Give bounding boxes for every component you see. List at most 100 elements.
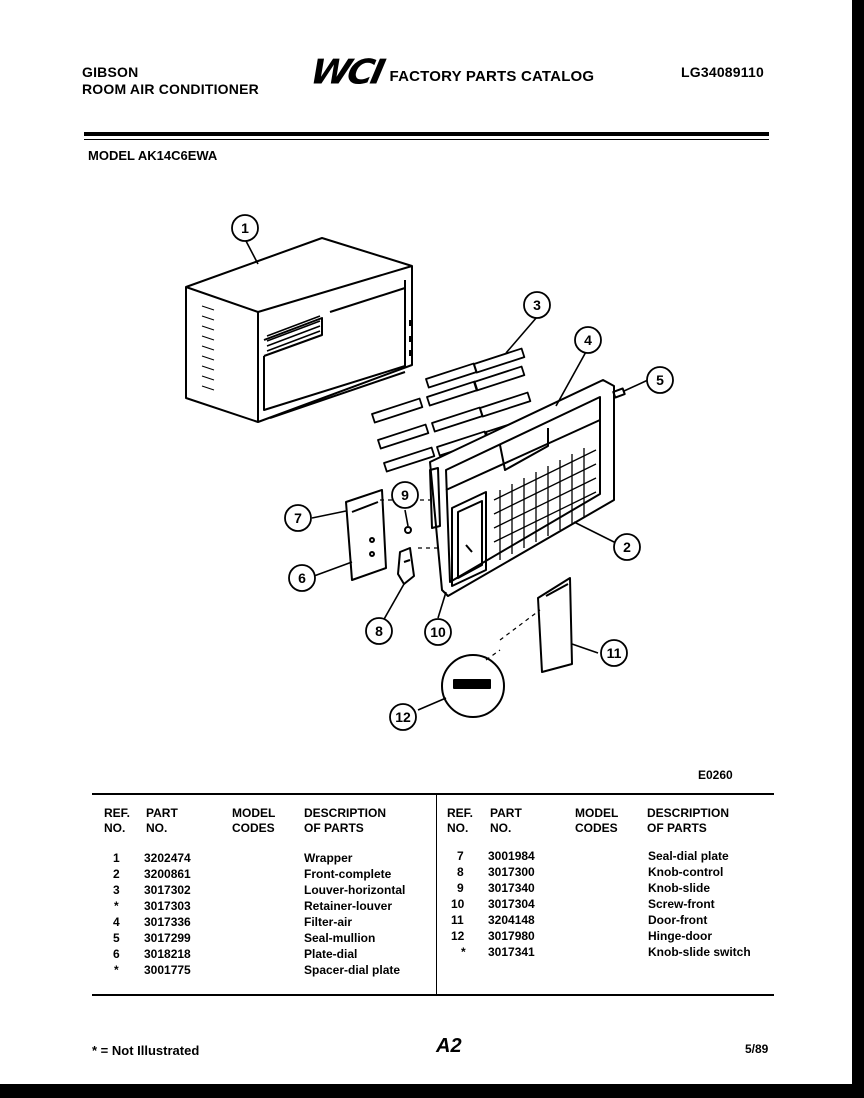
door-front-drawing (537, 577, 573, 673)
knobs-drawing (397, 526, 415, 585)
header-codes-line1: MODEL (232, 806, 276, 820)
header-ref-line2: NO. (447, 821, 469, 835)
table-row-right-3-desc: Knob-slide (648, 881, 710, 895)
table-row-left-8-desc: Spacer-dial plate (304, 963, 401, 977)
table-row-right-5-ref: 11 (451, 913, 464, 927)
header-codes-right: MODEL CODES (575, 806, 618, 836)
table-row-left-4-desc: Retainer-louver (304, 899, 393, 913)
header-desc-left: DESCRIPTION OF PARTS (304, 806, 386, 836)
table-row-right-4-part: 3017304 (488, 897, 535, 911)
hinge-detail-drawing (441, 654, 505, 718)
table-row-left-4-part: 3017303 (144, 899, 191, 913)
header-desc-line2: OF PARTS (304, 821, 364, 835)
footnote-not-illustrated: * = Not Illustrated (92, 1043, 200, 1058)
header-ref-right: REF. NO. (447, 806, 473, 836)
table-row-right-7-ref: * (461, 945, 466, 959)
header-rule-thin (84, 139, 769, 140)
table-row-right-5-part: 3204148 (488, 913, 535, 927)
table-top-rule (92, 793, 774, 795)
page-edge-right (852, 0, 864, 1098)
header-ref-line1: REF. (447, 806, 474, 820)
table-row-left-3-ref: 3 (113, 883, 120, 897)
header-desc-right: DESCRIPTION OF PARTS (647, 806, 729, 836)
table-row-left-7-desc: Plate-dial (304, 947, 358, 961)
table-row-left-4-ref: * (114, 899, 119, 913)
header-part-left: PART NO. (146, 806, 178, 836)
table-row-left-1-part: 3202474 (144, 851, 191, 865)
table-row-left-1-desc: Wrapper (304, 851, 353, 865)
callout-8: 8 (375, 623, 383, 639)
table-row-right-4-ref: 10 (451, 897, 465, 911)
brand-name: GIBSON (82, 64, 139, 80)
header-center: WCI FACTORY PARTS CATALOG (307, 52, 595, 93)
header-part-line2: NO. (146, 821, 168, 835)
header-codes-left: MODEL CODES (232, 806, 275, 836)
header-desc-line1: DESCRIPTION (647, 806, 730, 820)
callout-6: 6 (298, 570, 306, 586)
table-row-right-2-desc: Knob-control (648, 865, 724, 879)
header-ref-left: REF. NO. (104, 806, 130, 836)
table-row-right-3-ref: 9 (457, 881, 464, 895)
header-part-line1: PART (490, 806, 522, 820)
print-date: 5/89 (745, 1042, 769, 1056)
callout-5: 5 (656, 372, 664, 388)
callout-7: 7 (294, 510, 302, 526)
table-row-right-7-desc: Knob-slide switch (648, 945, 751, 959)
table-row-right-1-part: 3001984 (488, 849, 535, 863)
table-divider (436, 795, 437, 994)
callout-1: 1 (241, 220, 249, 236)
header-part-right: PART NO. (490, 806, 522, 836)
table-row-left-6-desc: Seal-mullion (304, 931, 376, 945)
page-number: A2 (436, 1035, 462, 1057)
header-part-line2: NO. (490, 821, 512, 835)
table-row-right-6-desc: Hinge-door (648, 929, 712, 943)
header-part-line1: PART (146, 806, 178, 820)
table-row-left-5-desc: Filter-air (304, 915, 353, 929)
table-row-left-7-ref: 6 (113, 947, 120, 961)
callout-3: 3 (533, 297, 541, 313)
header-codes-line1: MODEL (575, 806, 619, 820)
table-row-right-6-part: 3017980 (488, 929, 535, 943)
dial-plate-drawing (345, 489, 387, 581)
callout-9: 9 (401, 487, 409, 503)
table-row-left-2-desc: Front-complete (304, 867, 392, 881)
model-line: MODEL AK14C6EWA (88, 148, 218, 163)
table-row-left-3-part: 3017302 (144, 883, 191, 897)
callout-2: 2 (623, 539, 631, 555)
table-row-right-2-ref: 8 (457, 865, 464, 879)
table-row-left-8-part: 3001775 (144, 963, 191, 977)
diagram-code: E0260 (698, 768, 733, 782)
catalog-code: LG34089110 (681, 64, 764, 80)
table-row-left-2-part: 3200861 (144, 867, 191, 881)
callout-12: 12 (395, 709, 411, 725)
table-row-left-8-ref: * (114, 963, 119, 977)
table-row-right-1-desc: Seal-dial plate (648, 849, 729, 863)
table-row-right-4-desc: Screw-front (648, 897, 715, 911)
header-desc-line1: DESCRIPTION (304, 806, 387, 820)
table-row-left-6-part: 3017299 (144, 931, 191, 945)
front-panel-drawing (429, 379, 615, 597)
table-row-left-6-ref: 5 (113, 931, 120, 945)
callout-4: 4 (584, 332, 592, 348)
catalog-title: FACTORY PARTS CATALOG (389, 68, 595, 85)
table-row-right-3-part: 3017340 (488, 881, 535, 895)
table-row-right-2-part: 3017300 (488, 865, 535, 879)
table-row-left-5-ref: 4 (113, 915, 120, 929)
callout-10: 10 (430, 624, 446, 640)
page-edge-bottom (0, 1084, 864, 1098)
header-desc-line2: OF PARTS (647, 821, 707, 835)
header-codes-line2: CODES (232, 821, 275, 835)
table-bottom-rule (92, 994, 774, 996)
table-row-left-1-ref: 1 (113, 851, 120, 865)
callout-11: 11 (607, 645, 622, 661)
table-row-right-1-ref: 7 (457, 849, 464, 863)
seal-mullion-drawing (612, 387, 626, 399)
table-row-right-7-part: 3017341 (488, 945, 535, 959)
header-ref-line1: REF. (104, 806, 131, 820)
table-row-left-5-part: 3017336 (144, 915, 191, 929)
header-rule (84, 132, 769, 136)
table-row-left-7-part: 3018218 (144, 947, 191, 961)
wrapper-cabinet-drawing (185, 237, 413, 423)
